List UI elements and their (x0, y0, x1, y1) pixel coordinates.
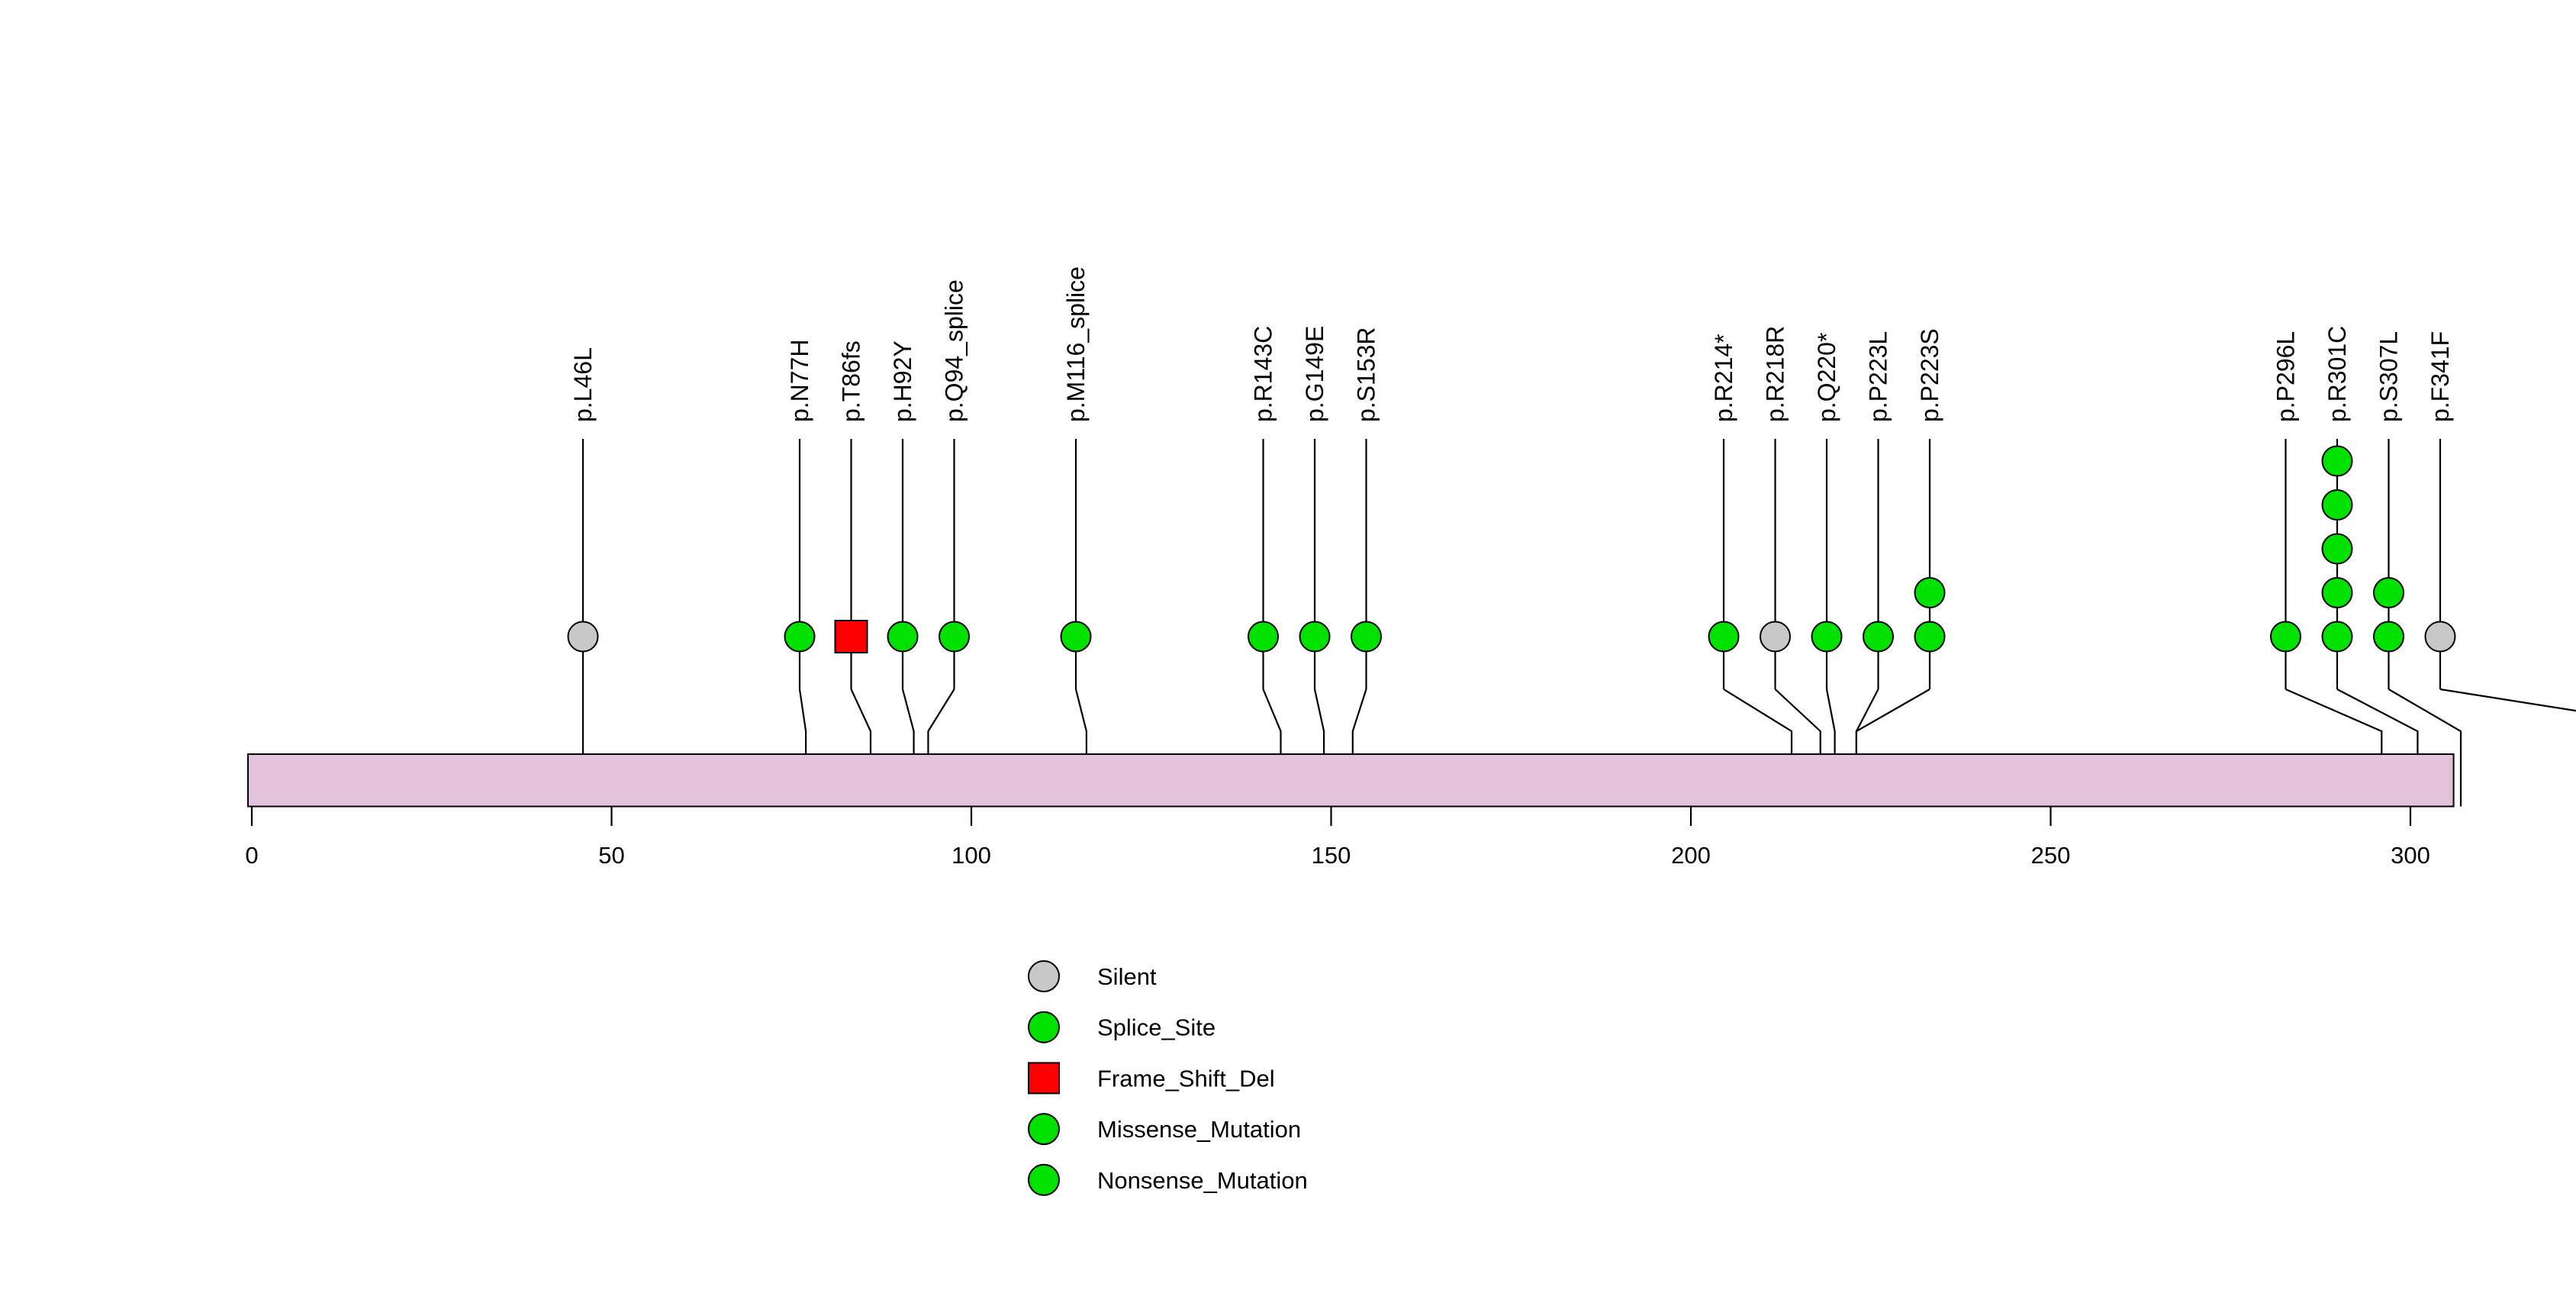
mutation-label: p.F341F (2426, 331, 2454, 422)
mutation-marker (887, 621, 919, 653)
mutation-marker (1914, 621, 1946, 653)
axis-tick-label: 150 (1312, 842, 1351, 869)
mutation-marker (1811, 621, 1843, 653)
legend-swatch-circle (1028, 1163, 1060, 1196)
mutation-label: p.P296L (2272, 331, 2300, 422)
mutation-label: p.P223S (1916, 328, 1943, 422)
mutation-marker (1914, 577, 1946, 608)
mutation-marker (2321, 621, 2353, 653)
mutation-label: p.M116_splice (1062, 266, 1090, 422)
mutation-marker (939, 621, 970, 653)
legend-label: Nonsense_Mutation (1097, 1167, 1308, 1194)
legend-swatch-circle (1028, 960, 1060, 992)
mutation-label: p.L46L (569, 347, 597, 422)
mutation-label: p.Q220* (1813, 333, 1840, 422)
mutation-connector-line (2439, 688, 2576, 712)
mutation-label: p.S153R (1353, 327, 1380, 422)
axis-tick-label: 0 (245, 842, 258, 869)
mutation-marker (784, 621, 816, 653)
mutation-marker (1248, 621, 1279, 653)
mutation-label: p.S307L (2375, 331, 2403, 422)
legend-label: Silent (1097, 963, 1157, 990)
mutation-label: p.R301C (2323, 326, 2351, 422)
axis-tick-label: 100 (952, 842, 991, 869)
mutation-marker (2373, 621, 2404, 653)
mutation-marker (2321, 533, 2353, 565)
legend-swatch-circle (1028, 1011, 1060, 1043)
legend-label: Frame_Shift_Del (1097, 1065, 1275, 1092)
legend-swatch-square (1028, 1062, 1060, 1095)
mutation-marker (1351, 621, 1382, 653)
axis-tick-label: 300 (2391, 842, 2430, 869)
mutation-marker (1060, 621, 1092, 653)
mutation-label: p.R143C (1250, 326, 1277, 422)
mutation-label: p.T86fs (838, 340, 865, 422)
mutation-label: p.R218R (1762, 326, 1789, 422)
mutation-connector-line (2388, 689, 2462, 807)
mutation-label: p.Q94_splice (941, 279, 968, 422)
mutation-label: p.H92Y (889, 340, 916, 422)
axis-tick-label: 200 (1671, 842, 1711, 869)
mutation-marker (2321, 445, 2353, 477)
mutation-marker (1708, 621, 1740, 653)
mutation-marker (2270, 621, 2301, 653)
legend-label: Splice_Site (1097, 1014, 1216, 1041)
legend-swatch-circle (1028, 1113, 1060, 1146)
mutation-marker (1760, 621, 1791, 653)
mutation-marker (2424, 621, 2456, 653)
mutation-label: p.N77H (786, 340, 813, 423)
gene-body-bar (247, 753, 2455, 808)
mutation-marker (2321, 577, 2353, 608)
axis-tick-label: 250 (2031, 842, 2071, 869)
mutation-marker (567, 621, 599, 653)
mutation-marker (1863, 621, 1894, 653)
mutation-label: p.P223L (1865, 331, 1892, 422)
mutation-label: p.R214* (1710, 334, 1737, 422)
mutation-marker (2321, 489, 2353, 521)
mutation-marker (2373, 577, 2404, 608)
legend-label: Missense_Mutation (1097, 1116, 1301, 1143)
axis-tick-label: 50 (598, 842, 624, 869)
mutation-label: p.G149E (1301, 326, 1328, 422)
mutation-marker (834, 620, 868, 653)
mutation-marker (1299, 621, 1331, 653)
